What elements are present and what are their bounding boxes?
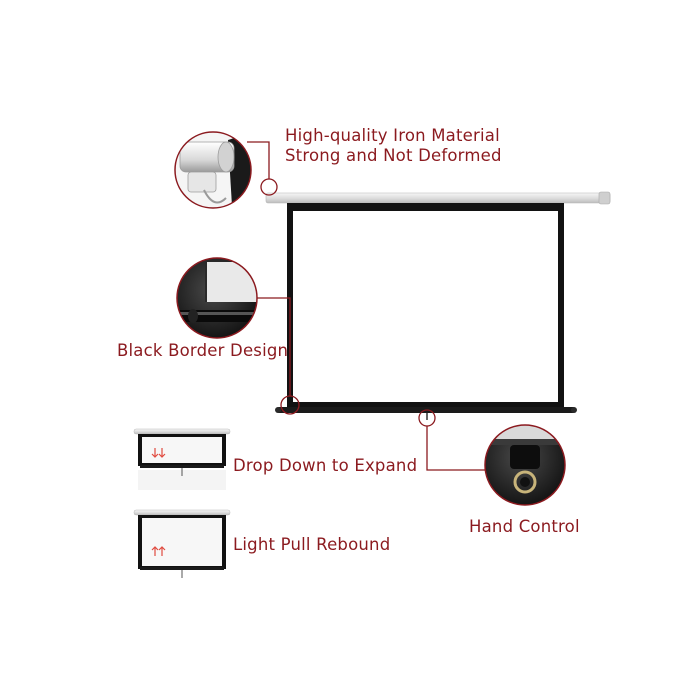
arrow-up-icon xyxy=(151,546,166,556)
bottom-bar-end-left xyxy=(275,407,281,413)
housing-end-cap xyxy=(598,191,611,205)
label-drop-down: Drop Down to Expand xyxy=(233,456,418,475)
label-pull-rebound: Light Pull Rebound xyxy=(233,535,391,554)
main-screen xyxy=(265,191,611,420)
zoom-iron-housing xyxy=(174,131,252,209)
arrow-down-icon xyxy=(151,448,166,458)
screen-housing xyxy=(265,192,611,204)
connector-border xyxy=(255,297,291,396)
callout-marker-housing xyxy=(260,178,278,196)
connector-hand xyxy=(426,426,486,471)
connector-iron xyxy=(247,141,270,179)
label-not-deformed: Strong and Not Deformed xyxy=(285,146,502,165)
zoom-hand-control xyxy=(484,424,566,506)
thumbnail-drop-down xyxy=(133,428,231,490)
label-iron-material: High-quality Iron Material xyxy=(285,126,500,145)
thumbnail-pull-rebound xyxy=(133,509,231,578)
zoom-black-border xyxy=(176,257,258,339)
label-black-border: Black Border Design xyxy=(117,341,289,360)
label-hand-control: Hand Control xyxy=(469,517,580,536)
screen-surface xyxy=(293,211,558,402)
bottom-bar-end-right xyxy=(571,407,577,413)
